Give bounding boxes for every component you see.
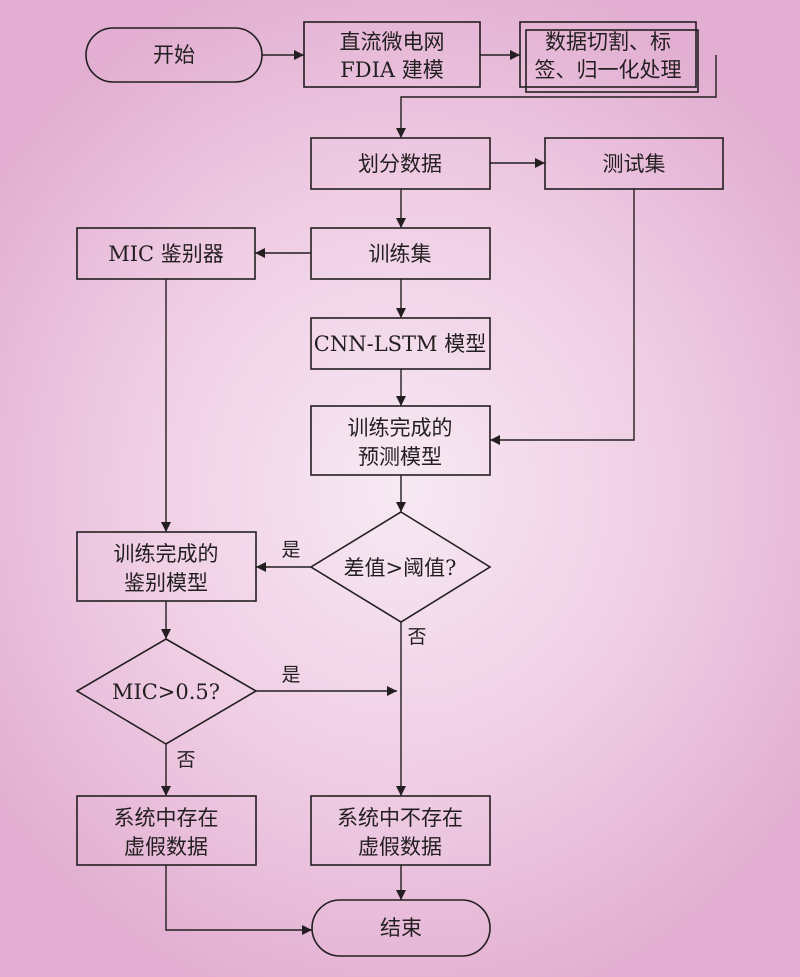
split-label: 划分数据 bbox=[358, 152, 442, 176]
trained-pred-label-line1: 训练完成的 bbox=[348, 416, 453, 440]
edge-label-mic-yes: 是 bbox=[281, 664, 300, 686]
node-split: 划分数据 bbox=[310, 137, 491, 190]
node-mic: MIC 鉴别器 bbox=[76, 227, 256, 280]
trainset-label: 训练集 bbox=[369, 242, 432, 266]
preprocess-label-line2: 签、归一化处理 bbox=[535, 58, 682, 82]
node-mic-decision: MIC>0.5? bbox=[75, 638, 258, 745]
has-false-label-line2: 虚假数据 bbox=[124, 835, 208, 859]
testset-label: 测试集 bbox=[603, 152, 666, 176]
edge-label-diff-yes: 是 bbox=[281, 539, 300, 561]
node-has-false: 系统中存在 虚假数据 bbox=[76, 795, 257, 866]
mic-label: MIC 鉴别器 bbox=[108, 242, 224, 266]
edges bbox=[161, 50, 717, 935]
node-trained-pred: 训练完成的 预测模型 bbox=[310, 405, 491, 476]
preprocess-box bbox=[519, 21, 697, 88]
edge-has-false-to-end bbox=[165, 865, 312, 935]
trainset-box bbox=[310, 227, 491, 280]
mic-decision-label: MIC>0.5? bbox=[112, 680, 220, 704]
has-false-label-line1: 系统中存在 bbox=[114, 806, 219, 830]
no-false-label-line2: 虚假数据 bbox=[358, 835, 442, 859]
node-diff-decision: 差值>阈值? bbox=[309, 511, 492, 623]
cnnlstm-label: CNN-LSTM 模型 bbox=[314, 332, 486, 356]
node-no-false: 系统中不存在 虚假数据 bbox=[310, 795, 491, 866]
start-terminal bbox=[85, 27, 263, 83]
testset-box bbox=[544, 137, 724, 190]
diff-decision-label: 差值>阈值? bbox=[344, 556, 457, 580]
has-false-box bbox=[76, 795, 257, 866]
trained-disc-label-line1: 训练完成的 bbox=[114, 542, 219, 566]
trained-pred-label-line2: 预测模型 bbox=[358, 445, 442, 469]
edge-label-diff-no: 否 bbox=[407, 626, 426, 648]
mic-decision-diamond bbox=[75, 638, 258, 745]
modeling-box bbox=[303, 21, 481, 88]
preprocess-shadow bbox=[525, 29, 699, 93]
node-testset: 测试集 bbox=[544, 137, 724, 190]
preprocess-label-line1: 数据切割、标 bbox=[545, 30, 671, 54]
node-preprocess: 数据切割、标 签、归一化处理 bbox=[519, 21, 699, 93]
node-end: 结束 bbox=[311, 899, 491, 957]
mic-box bbox=[76, 227, 256, 280]
trained-pred-box bbox=[310, 405, 491, 476]
cnnlstm-box bbox=[310, 317, 491, 370]
node-cnnlstm: CNN-LSTM 模型 bbox=[310, 317, 491, 370]
edge-preprocess-to-split bbox=[396, 55, 717, 138]
edge-testset-to-trained-pred bbox=[490, 189, 635, 445]
node-modeling: 直流微电网 FDIA 建模 bbox=[303, 21, 481, 88]
node-trained-disc: 训练完成的 鉴别模型 bbox=[76, 531, 257, 602]
no-false-box bbox=[310, 795, 491, 866]
end-terminal bbox=[311, 899, 491, 957]
modeling-label-line2: FDIA 建模 bbox=[340, 58, 444, 82]
trained-disc-box bbox=[76, 531, 257, 602]
node-start: 开始 bbox=[85, 27, 263, 83]
split-box bbox=[310, 137, 491, 190]
node-trainset: 训练集 bbox=[310, 227, 491, 280]
no-false-label-line1: 系统中不存在 bbox=[337, 806, 463, 830]
start-label: 开始 bbox=[153, 43, 195, 67]
modeling-label-line1: 直流微电网 bbox=[340, 30, 445, 54]
edge-label-mic-no: 否 bbox=[176, 749, 195, 771]
diff-decision-diamond bbox=[309, 511, 492, 623]
trained-disc-label-line2: 鉴别模型 bbox=[124, 571, 208, 595]
end-label: 结束 bbox=[380, 916, 422, 940]
